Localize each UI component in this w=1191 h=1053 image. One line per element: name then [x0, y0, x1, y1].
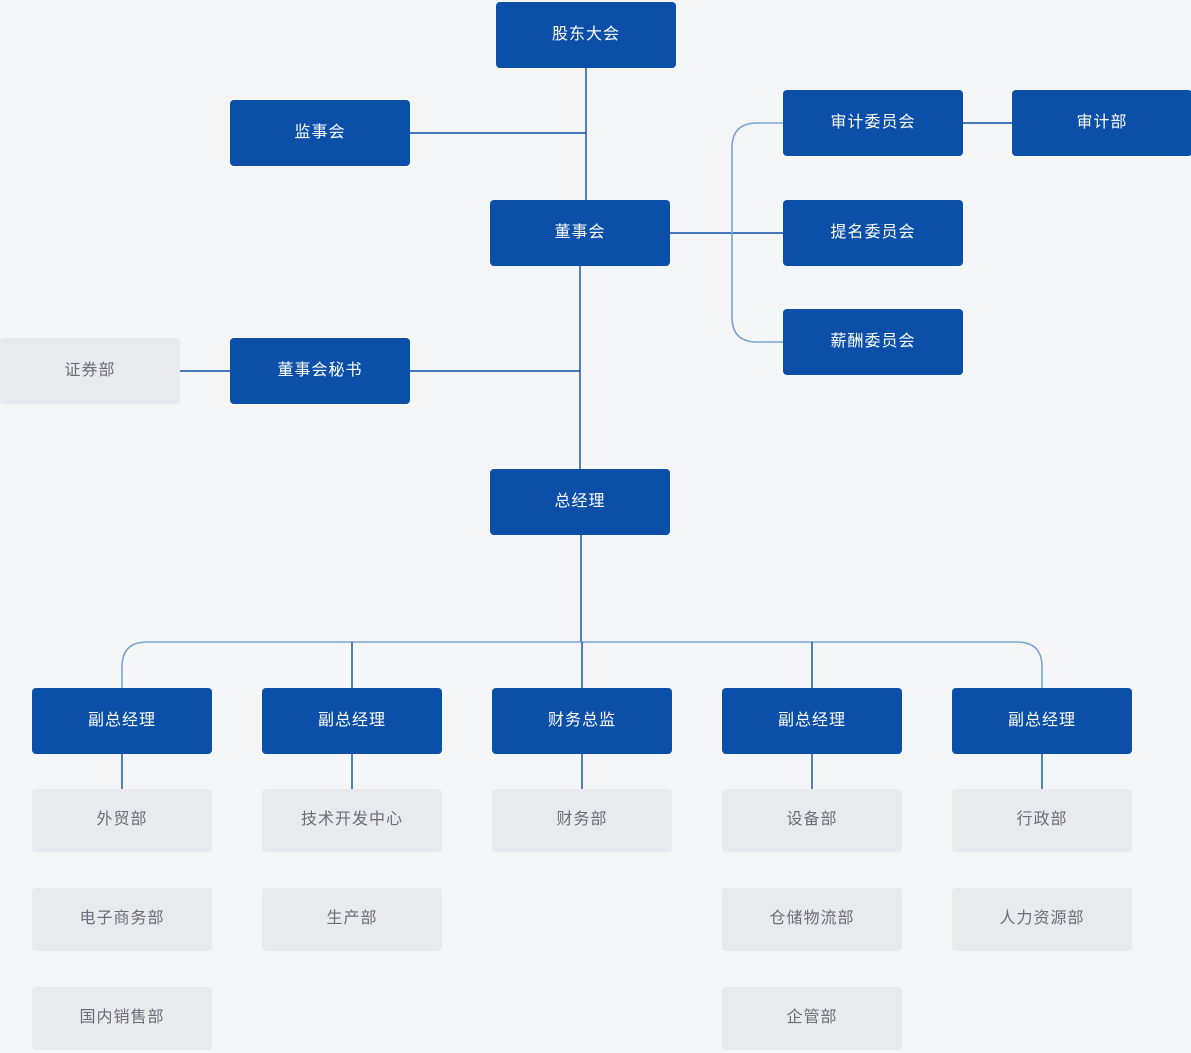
node-label: 总经理 [554, 492, 606, 510]
node-label: 审计委员会 [830, 113, 916, 131]
node-dept-warehouse-logistics[interactable]: 仓储物流部 [722, 888, 902, 951]
node-dept-ecommerce[interactable]: 电子商务部 [32, 888, 212, 951]
node-label: 副总经理 [317, 711, 386, 729]
node-label: 监事会 [294, 123, 346, 141]
node-general-manager[interactable]: 总经理 [490, 469, 670, 535]
node-label: 人力资源部 [999, 910, 1085, 928]
node-deputy-gm-4[interactable]: 副总经理 [952, 688, 1132, 754]
node-securities-department[interactable]: 证券部 [0, 338, 180, 404]
node-label: 审计部 [1076, 113, 1128, 131]
node-label: 薪酬委员会 [830, 332, 916, 350]
node-label: 股东大会 [551, 25, 620, 43]
node-deputy-gm-3[interactable]: 副总经理 [722, 688, 902, 754]
node-label: 副总经理 [1007, 711, 1076, 729]
node-board-of-directors[interactable]: 董事会 [490, 200, 670, 266]
node-dept-foreign-trade[interactable]: 外贸部 [32, 789, 212, 852]
node-label: 财务总监 [547, 711, 616, 729]
connector-committee-bus [731, 122, 783, 343]
connector-exec-bus [121, 641, 1043, 688]
node-label: 董事会秘书 [277, 361, 363, 379]
node-label: 提名委员会 [830, 223, 916, 241]
node-label: 国内销售部 [79, 1009, 165, 1027]
node-label: 生产部 [326, 910, 378, 928]
node-label: 仓储物流部 [769, 910, 855, 928]
node-dept-finance[interactable]: 财务部 [492, 789, 672, 852]
node-label: 企管部 [786, 1009, 838, 1027]
node-nomination-committee[interactable]: 提名委员会 [783, 200, 963, 266]
node-label: 技术开发中心 [300, 811, 403, 829]
node-label: 副总经理 [87, 711, 156, 729]
node-dept-equipment[interactable]: 设备部 [722, 789, 902, 852]
node-dept-human-resources[interactable]: 人力资源部 [952, 888, 1132, 951]
node-cfo[interactable]: 财务总监 [492, 688, 672, 754]
node-dept-enterprise-mgmt[interactable]: 企管部 [722, 987, 902, 1050]
node-label: 董事会 [554, 223, 606, 241]
node-remuneration-committee[interactable]: 薪酬委员会 [783, 309, 963, 375]
node-label: 副总经理 [777, 711, 846, 729]
node-label: 外贸部 [96, 811, 148, 829]
node-dept-tech-rnd-center[interactable]: 技术开发中心 [262, 789, 442, 852]
node-label: 行政部 [1016, 811, 1068, 829]
node-board-secretary[interactable]: 董事会秘书 [230, 338, 410, 404]
node-dept-domestic-sales[interactable]: 国内销售部 [32, 987, 212, 1050]
node-label: 设备部 [786, 811, 838, 829]
node-deputy-gm-1[interactable]: 副总经理 [32, 688, 212, 754]
node-dept-production[interactable]: 生产部 [262, 888, 442, 951]
node-label: 财务部 [556, 811, 608, 829]
node-label: 证券部 [64, 361, 116, 379]
node-label: 电子商务部 [79, 910, 165, 928]
node-board-of-supervisors[interactable]: 监事会 [230, 100, 410, 166]
node-audit-committee[interactable]: 审计委员会 [783, 90, 963, 156]
node-deputy-gm-2[interactable]: 副总经理 [262, 688, 442, 754]
node-audit-department[interactable]: 审计部 [1012, 90, 1191, 156]
node-dept-administration[interactable]: 行政部 [952, 789, 1132, 852]
node-shareholders-meeting[interactable]: 股东大会 [496, 2, 676, 68]
